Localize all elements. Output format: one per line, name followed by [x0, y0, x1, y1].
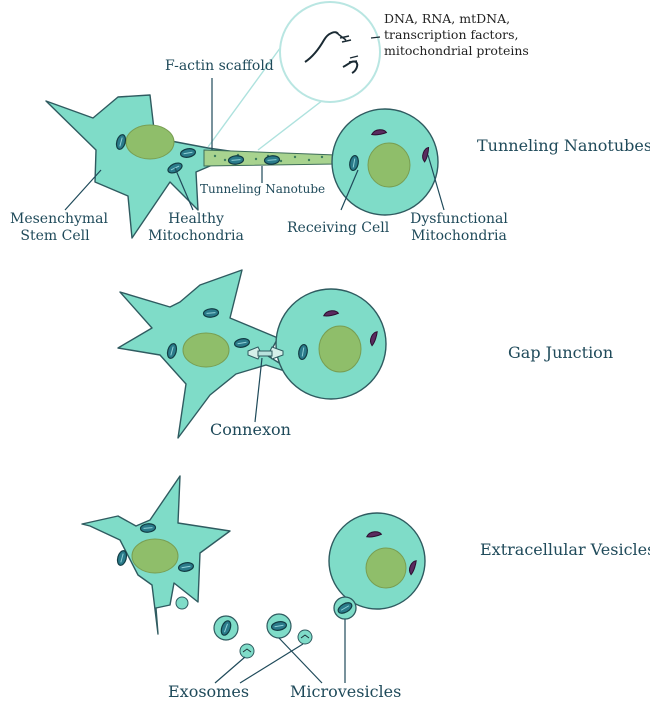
- callout-line: [208, 40, 286, 147]
- msc-nucleus: [126, 125, 174, 159]
- dysfunctional-mitochondria-label: Dysfunctional Mitochondria: [404, 211, 514, 244]
- microvesicles-label: Microvesicles: [290, 683, 401, 702]
- title-gap-junction: Gap Junction: [508, 344, 613, 363]
- nanotube-label: Tunneling Nanotube: [200, 182, 325, 196]
- title-extracellular-vesicles: Extracellular Vesicles: [480, 541, 650, 560]
- exosomes-label: Exosomes: [168, 683, 249, 702]
- exosome: [298, 630, 312, 644]
- cargo-label-line3: mitochondrial proteins: [384, 44, 529, 59]
- factin-scaffold-label: F-actin scaffold: [165, 58, 274, 75]
- cargo-label-line2: transcription factors,: [384, 28, 518, 43]
- msc-nucleus-ev: [132, 539, 178, 573]
- msc-nucleus-gap: [183, 333, 229, 367]
- receiving-nucleus-ev: [366, 548, 406, 588]
- receiving-nucleus: [368, 143, 410, 187]
- title-tunneling-nanotubes: Tunneling Nanotubes: [477, 137, 650, 156]
- cargo-label-line1: DNA, RNA, mtDNA,: [384, 12, 510, 27]
- receiving-nucleus-gap: [319, 326, 361, 372]
- receiving-cell-label: Receiving Cell: [287, 220, 389, 237]
- budding-exosome: [176, 597, 188, 609]
- panel-gap-junction: [118, 270, 386, 438]
- connexon-label: Connexon: [210, 421, 291, 440]
- zoom-circle: [280, 2, 380, 102]
- healthy-mitochondrion: [116, 550, 128, 567]
- panel-extracellular-vesicles: [82, 476, 425, 683]
- msc-label: Mesenchymal Stem Cell: [10, 211, 100, 244]
- exosome: [240, 644, 254, 658]
- healthy-mitochondria-label: Healthy Mitochondria: [146, 211, 246, 244]
